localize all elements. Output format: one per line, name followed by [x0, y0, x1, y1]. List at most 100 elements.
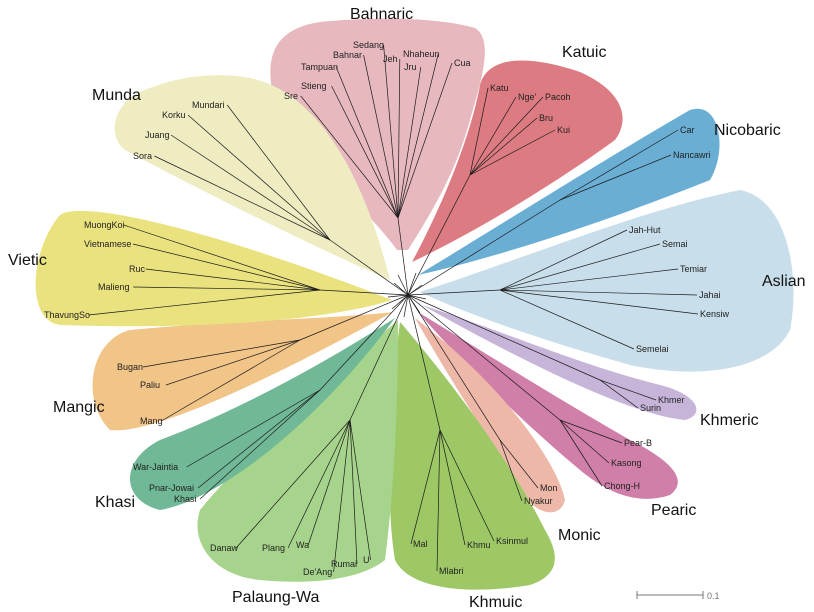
- leaf-branch-temiar: [499, 268, 679, 291]
- leaf-branch-ruc: [145, 268, 321, 291]
- clade-region-bahnaric: [270, 18, 485, 250]
- leaf-branch-sre: [300, 95, 399, 219]
- leaf-branch-tampuan: [335, 66, 399, 219]
- leaf-branch-jru: [397, 66, 422, 219]
- leaf-branch-malieng: [133, 286, 321, 291]
- leaf-branch-korku: [187, 114, 331, 241]
- leaf-label-de-ang: De'Ang: [303, 567, 332, 577]
- leaf-branch-semelai: [499, 289, 635, 350]
- leaf-label-u: U: [363, 555, 370, 565]
- leaf-label-semai: Semai: [662, 239, 688, 249]
- leaf-label-mlabri: Mlabri: [439, 566, 464, 576]
- leaf-branch-u: [349, 419, 371, 561]
- leaf-label-khmer: Khmer: [658, 395, 685, 405]
- leaf-label-sedang: Sedang: [353, 40, 384, 50]
- leaf-branch-jeh: [397, 58, 401, 219]
- leaf-label-chong-h: Chong-H: [604, 481, 640, 491]
- leaf-branch-bahnar: [363, 54, 399, 219]
- leaf-label-mal: Mal: [413, 539, 428, 549]
- clade-stem-khmeric: [407, 294, 601, 381]
- leaf-label-bahnar: Bahnar: [333, 50, 362, 60]
- clade-region-aslian: [420, 190, 794, 372]
- leaf-branch-nyakur: [499, 439, 523, 502]
- clade-stem-monic: [407, 294, 501, 441]
- clade-region-monic: [415, 318, 565, 513]
- root-branch: [391, 294, 409, 310]
- leaf-label-stieng: Stieng: [301, 81, 327, 91]
- leaf-label-semelai: Semelai: [636, 344, 669, 354]
- clade-label-nicobaric: Nicobaric: [714, 122, 781, 139]
- clade-label-khmeric: Khmeric: [700, 412, 759, 429]
- leaf-label-thavungso: ThavungSo: [44, 310, 90, 320]
- leaf-label-vietnamese: Vietnamese: [84, 239, 131, 249]
- leaf-branch-sora: [154, 155, 331, 241]
- leaf-branch-danaw: [235, 419, 351, 549]
- leaf-label-mundari: Mundari: [192, 100, 225, 110]
- leaf-branch-khmer: [599, 379, 657, 401]
- root-branch: [407, 294, 427, 300]
- clade-labels: BahnaricKatuicNicobaricAslianKhmericPear…: [8, 6, 806, 611]
- clade-label-mangic: Mangic: [53, 399, 105, 416]
- clade-label-vietic: Vietic: [8, 252, 47, 269]
- leaf-branch-car: [559, 129, 679, 201]
- leaf-label-jru: Jru: [404, 62, 417, 72]
- leaf-branch-jah-hut: [499, 229, 628, 291]
- clade-stem-vietic: [319, 289, 409, 296]
- leaf-label-wa: Wa: [296, 540, 309, 550]
- leaf-branch-juang: [170, 134, 331, 241]
- root-branch: [407, 272, 417, 296]
- leaf-label-paliu: Paliu: [140, 380, 160, 390]
- leaf-branch-pnar-jowai: [197, 389, 321, 489]
- leaf-branch-chong-h: [559, 419, 603, 487]
- clade-stem-nicobaric: [407, 199, 561, 296]
- leaf-label-katu: Katu: [490, 83, 509, 93]
- leaf-label-kui: Kui: [557, 125, 570, 135]
- leaf-label-nge: Nge': [518, 92, 537, 102]
- leaf-label-nyakur: Nyakur: [524, 496, 553, 506]
- clade-label-aslian: Aslian: [762, 273, 806, 290]
- leaf-label-tampuan: Tampuan: [301, 62, 338, 72]
- leaf-branch-mal: [410, 429, 441, 545]
- leaf-label-nhaheun: Nhaheun: [403, 49, 440, 59]
- leaf-label-danaw: Danaw: [210, 543, 239, 553]
- clade-stem-aslian: [407, 289, 501, 296]
- leaf-label-jeh: Jeh: [383, 54, 398, 64]
- leaf-label-plang: Plang: [262, 543, 285, 553]
- clade-stem-munda: [329, 239, 409, 296]
- leaf-branch-nancawri: [559, 154, 672, 201]
- leaf-branch-khmu: [439, 429, 466, 546]
- leaf-branch-kasong: [559, 419, 610, 464]
- leaf-label-temiar: Temiar: [680, 264, 707, 274]
- clade-stem-khmuic: [407, 294, 441, 431]
- clade-regions: [35, 18, 794, 590]
- leaf-branch-vietnamese: [132, 243, 321, 291]
- clade-stem-palaung-wa: [349, 294, 409, 421]
- leaf-branch-bugan: [142, 339, 301, 368]
- clade-label-munda: Munda: [92, 87, 141, 104]
- clade-region-katuic: [412, 60, 623, 262]
- leaf-branch-jahai: [499, 289, 698, 296]
- leaf-branch-pacoh: [469, 96, 544, 176]
- leaf-label-ksinmul: Ksinmul: [496, 536, 528, 546]
- clade-stem-katuic: [407, 174, 471, 296]
- clade-region-khmuic: [389, 322, 555, 590]
- leaf-label-ruc: Ruc: [129, 264, 146, 274]
- leaf-label-mon: Mon: [540, 483, 558, 493]
- clade-label-bahnaric: Bahnaric: [350, 6, 413, 23]
- clade-label-khasi: Khasi: [95, 494, 135, 511]
- leaf-branch-paliu: [165, 339, 301, 386]
- leaf-label-korku: Korku: [162, 110, 186, 120]
- clade-label-pearic: Pearic: [651, 502, 696, 519]
- clade-stem-mangic: [299, 294, 409, 341]
- clade-stem-pearic: [407, 294, 561, 421]
- tree-branches: [88, 44, 699, 573]
- leaf-branch-bru: [469, 117, 538, 176]
- leaf-label-rumai: Rumai: [331, 559, 357, 569]
- clade-stem-khasi: [319, 294, 409, 391]
- clade-region-mangic: [92, 312, 393, 431]
- leaf-branch-plang: [287, 419, 351, 549]
- clade-region-pearic: [418, 312, 678, 499]
- root-branch: [387, 294, 409, 298]
